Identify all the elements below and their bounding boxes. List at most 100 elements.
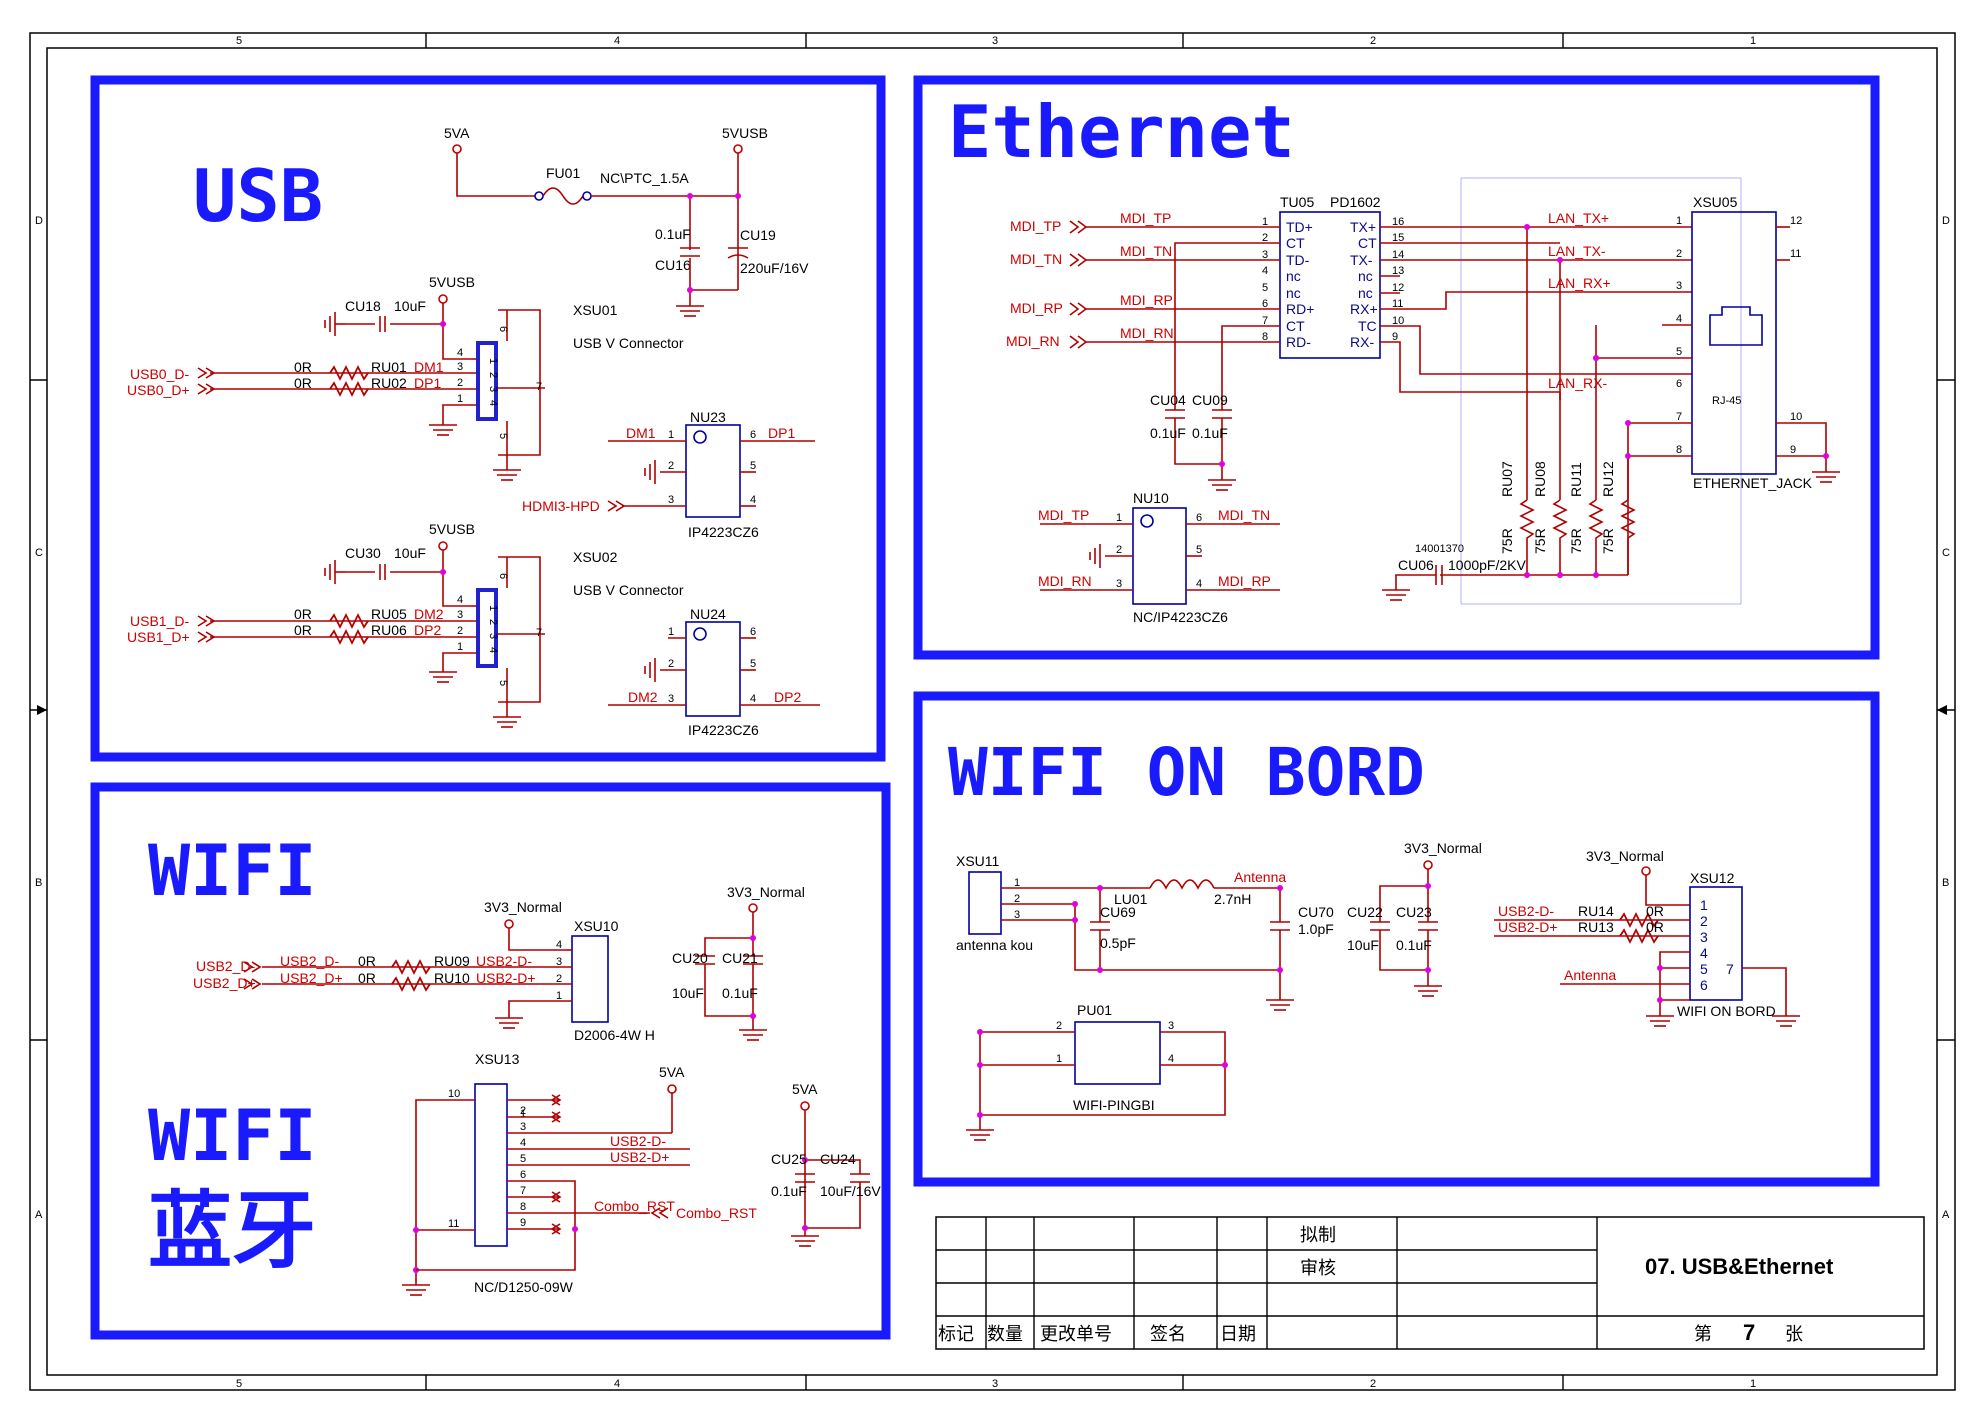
cu16-label: CU16 <box>655 257 691 273</box>
svg-text:10: 10 <box>448 1088 460 1100</box>
tu05-right-pin-number: 11 <box>1392 298 1403 310</box>
tu05-right-pin-number: 12 <box>1392 282 1404 294</box>
tu05-right-pin-number: 15 <box>1392 232 1404 244</box>
wifi-on-board-title: WIFI ON BORD <box>948 734 1425 811</box>
col-mark: 标记 <box>938 1324 974 1344</box>
usb-power-circuit: 5VA FU01 NC\PTC_1.5A 5VUSB 0.1uF CU16 CU… <box>444 125 809 317</box>
ru09-label: RU09 <box>434 953 470 969</box>
nu24-dm2: DM2 <box>628 689 658 705</box>
svg-text:5: 5 <box>1700 961 1708 977</box>
svg-text:4: 4 <box>487 647 499 653</box>
cu30-value: 10uF <box>394 545 426 561</box>
tu05-left-pin-name: TD+ <box>1286 219 1313 235</box>
cu06-label: CU06 <box>1398 557 1434 573</box>
xsu12-value: WIFI ON BORD <box>1677 1003 1776 1019</box>
arrow-icon <box>1937 705 1947 715</box>
svg-text:1: 1 <box>487 358 499 364</box>
row-label: C <box>35 547 43 559</box>
usb1-circuit: 5VUSB CU30 10uF 1 2 3 4 6 5 7 XSU02 USB … <box>127 521 684 728</box>
cu23-value: 0.1uF <box>1396 937 1432 953</box>
svg-text:6: 6 <box>1196 512 1202 524</box>
hdmi3-hpd-port: HDMI3-HPD <box>522 498 600 514</box>
svg-text:2: 2 <box>668 658 674 670</box>
col-label: 2 <box>1370 1378 1376 1390</box>
jack-pin-number: 6 <box>1676 378 1682 390</box>
xsu05-label: XSU05 <box>1693 194 1738 210</box>
cu69-label: CU69 <box>1100 904 1136 920</box>
svg-text:6: 6 <box>520 1169 526 1181</box>
cu18-label: CU18 <box>345 298 381 314</box>
svg-text:4: 4 <box>520 1137 526 1149</box>
tu05-right-pin-number: 16 <box>1392 216 1404 228</box>
cu22-value: 10uF <box>1347 937 1379 953</box>
rj45-icon <box>1709 306 1763 346</box>
svg-text:8: 8 <box>520 1201 526 1213</box>
col-label: 2 <box>1370 35 1376 47</box>
svg-text:6: 6 <box>750 626 756 638</box>
xsu13-value: NC/D1250-09W <box>474 1279 574 1295</box>
cu24-label: CU24 <box>820 1151 856 1167</box>
net-label-5vusb: 5VUSB <box>722 125 768 141</box>
ru11-label: RU11 <box>1568 462 1584 497</box>
nu23-value: IP4223CZ6 <box>688 524 759 540</box>
svg-text:2: 2 <box>457 377 463 389</box>
wifi-on-board-block <box>913 691 1880 1187</box>
col-date: 日期 <box>1220 1324 1256 1344</box>
antenna-net: Antenna <box>1234 869 1286 885</box>
svg-text:2: 2 <box>520 1105 526 1117</box>
svg-text:1: 1 <box>520 1108 526 1120</box>
tu05-right-pin-name: nc <box>1358 285 1373 301</box>
antenna-net-b: Antenna <box>1564 967 1616 983</box>
jack-right-pin-number: 11 <box>1790 248 1801 260</box>
svg-text:2: 2 <box>1056 1020 1062 1032</box>
xsu11-antenna-connector <box>968 871 1002 935</box>
xsu12-label: XSU12 <box>1690 870 1735 886</box>
usb-title: USB <box>193 154 323 238</box>
svg-text:4: 4 <box>457 347 463 359</box>
cu25-label: CU25 <box>771 1151 807 1167</box>
svg-text:3: 3 <box>457 361 463 373</box>
title-block: 拟制 审核 07. USB&Ethernet 标记 数量 更改单号 签名 日期 … <box>935 1216 1925 1350</box>
col-label: 1 <box>1750 35 1756 47</box>
mdi-tp-port: MDI_TP <box>1010 218 1061 234</box>
review-label: 审核 <box>1300 1258 1336 1278</box>
net-mdi-rn: MDI_RN <box>1120 325 1174 341</box>
net-label-5va: 5VA <box>444 125 470 141</box>
wob-usb2-dm: USB2-D- <box>1498 903 1554 919</box>
tu05-right-pin-name: TX- <box>1350 252 1373 268</box>
nu10-mdi-rp: MDI_RP <box>1218 573 1271 589</box>
net-mdi-tp: MDI_TP <box>1120 210 1171 226</box>
xsu12-module <box>1689 886 1743 1001</box>
sheet-number: 7 <box>1743 1320 1755 1345</box>
ru10-label: RU10 <box>434 970 470 986</box>
resistor-icon <box>1519 499 1535 575</box>
net-label-5vusb-2: 5VUSB <box>429 521 475 537</box>
net-lan-rxp: LAN_RX+ <box>1548 275 1611 291</box>
cu22-label: CU22 <box>1347 904 1383 920</box>
svg-text:2: 2 <box>668 460 674 472</box>
sheet-prefix: 第 <box>1694 1324 1712 1344</box>
svg-text:2: 2 <box>457 625 463 637</box>
svg-text:3: 3 <box>668 693 674 705</box>
ru08-value: 75R <box>1532 528 1548 554</box>
tu05-left-pin-number: 1 <box>1262 216 1268 228</box>
cu19-value: 220uF/16V <box>740 260 809 276</box>
jack-pin-number: 4 <box>1676 313 1682 325</box>
svg-text:3: 3 <box>487 386 499 392</box>
xsu02-value: USB V Connector <box>573 582 684 598</box>
ground-symbol <box>676 305 704 317</box>
svg-text:1: 1 <box>1014 877 1020 889</box>
svg-text:7: 7 <box>1726 961 1734 977</box>
ru10-value: 0R <box>358 970 376 986</box>
tu05-right-pin-name: nc <box>1358 268 1373 284</box>
cu69-value: 0.5pF <box>1100 935 1136 951</box>
resistor-icon <box>1620 499 1636 575</box>
svg-text:2: 2 <box>487 372 499 378</box>
svg-text:3: 3 <box>487 633 499 639</box>
jack-pin-number: 2 <box>1676 248 1682 260</box>
cu20-label: CU20 <box>672 950 708 966</box>
svg-text:2: 2 <box>556 973 562 985</box>
svg-text:4: 4 <box>1700 945 1708 961</box>
